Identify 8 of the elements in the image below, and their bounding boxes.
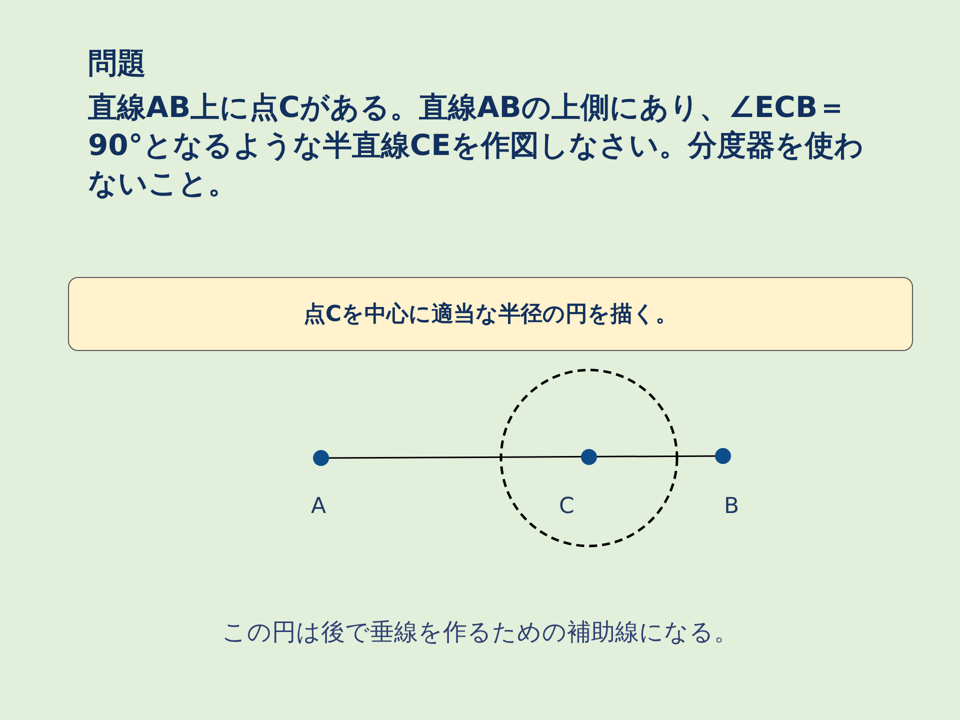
instruction-box bbox=[68, 277, 913, 351]
problem-text: 直線AB上に点Cがある。直線ABの上側にあり、∠ECB＝90°となるような半直線CEを作図しなさい。分度器を使わないこと。 bbox=[88, 89, 865, 202]
instruction-text: 点Cを中心に適当な半径の円を描く。 bbox=[303, 300, 678, 329]
point-label: B bbox=[724, 494, 740, 519]
heading: 問題 bbox=[88, 45, 147, 82]
point-label: C bbox=[559, 494, 574, 519]
note-text: この円は後で垂線を作るための補助線になる。 bbox=[221, 617, 739, 648]
point-label: A bbox=[311, 494, 326, 519]
